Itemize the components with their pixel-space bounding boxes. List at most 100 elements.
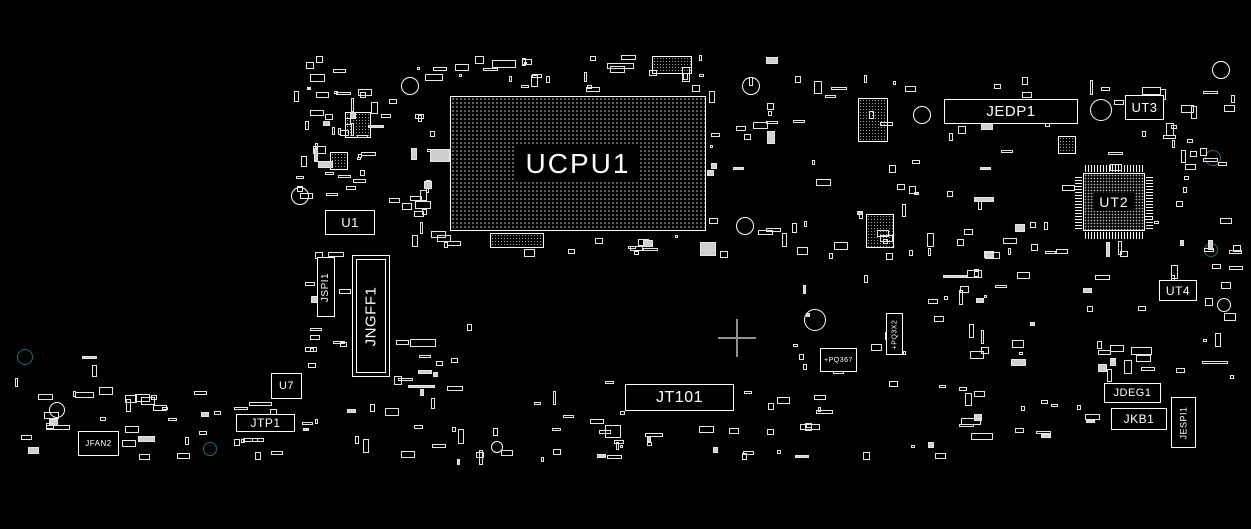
chip-ut3: UT3 [1125, 95, 1164, 120]
component-rect [959, 290, 963, 305]
component-rect [803, 364, 807, 370]
component-rect [1200, 148, 1207, 156]
component-rect [709, 91, 715, 103]
component-rect [1097, 341, 1102, 349]
component-rect [645, 433, 663, 437]
component-rect [501, 450, 513, 456]
component-rect [634, 251, 639, 255]
component-rect [340, 342, 347, 347]
component-rect [889, 165, 896, 173]
component-rect [947, 191, 953, 197]
connector-jngff1-label: JNGFF1 [362, 286, 380, 346]
component-rect [767, 103, 774, 110]
component-rect [803, 285, 806, 294]
component-rect [699, 55, 702, 61]
component-rect [768, 403, 774, 410]
component-rect [336, 92, 351, 95]
component-rect [971, 433, 993, 440]
component-rect [1017, 272, 1030, 279]
component-rect [814, 395, 826, 400]
component-rect [797, 247, 808, 255]
component-rect [1030, 222, 1036, 228]
component-rect [305, 282, 315, 286]
component-rect [21, 435, 32, 440]
component-rect [1136, 355, 1151, 362]
component-rect [943, 275, 967, 278]
component-rect [430, 149, 450, 162]
component-rect [433, 67, 447, 71]
component-rect [553, 391, 556, 405]
component-rect [964, 229, 973, 235]
component-rect [355, 436, 359, 444]
component-rect [1141, 367, 1155, 371]
component-rect [586, 87, 600, 92]
component-rect [749, 77, 753, 86]
component-rect [553, 449, 561, 455]
component-rect [1203, 91, 1218, 94]
component-rect [1062, 185, 1075, 191]
component-rect [590, 56, 596, 61]
component-rect [795, 455, 809, 458]
component-rect [371, 102, 378, 114]
component-rect [199, 431, 207, 435]
component-rect [1021, 406, 1025, 411]
component-rect [1202, 361, 1228, 364]
component-rect [100, 417, 106, 421]
chip-ut2: UT2 [1083, 173, 1145, 231]
component-rect [82, 356, 97, 359]
component-rect [1176, 201, 1183, 207]
component-rect [315, 143, 318, 148]
component-rect [422, 209, 427, 215]
component-rect [829, 253, 833, 259]
component-rect [816, 410, 833, 414]
connector-jdeg1-label: JDEG1 [1113, 387, 1152, 399]
component-rect [300, 193, 313, 199]
component-rect [1022, 77, 1028, 85]
component-rect [252, 438, 264, 442]
component-rect [234, 407, 248, 410]
component-rect [766, 57, 778, 64]
component-rect [777, 450, 781, 454]
component-rect [877, 230, 889, 237]
component-rect [531, 75, 538, 87]
mounting-hole [49, 402, 65, 418]
ut2-pins-bottom [1085, 232, 1143, 239]
component-rect [396, 340, 409, 345]
component-rect [928, 299, 938, 304]
component-rect [1203, 158, 1218, 162]
component-rect [412, 235, 418, 247]
component-rect [310, 110, 324, 116]
component-rect [410, 339, 436, 347]
connector-jt101-label: JT101 [656, 388, 703, 406]
component-rect [584, 72, 587, 82]
component-rect [733, 167, 744, 170]
component-rect [1051, 404, 1058, 407]
component-rect [1030, 322, 1035, 326]
connector-jtp1-label: JTP1 [250, 416, 281, 430]
component-rect [1098, 364, 1107, 372]
component-rect [552, 428, 561, 431]
component-rect [927, 233, 934, 247]
chip-u7: U7 [271, 373, 302, 399]
component-rect [793, 344, 798, 347]
mounting-hole [401, 77, 419, 95]
component-rect [1166, 123, 1174, 136]
component-rect [699, 426, 714, 433]
chip-u7-label: U7 [278, 380, 295, 392]
component-rect [328, 252, 344, 257]
chip-ut2-assembly: UT2 [1075, 165, 1153, 239]
component-rect [928, 442, 934, 448]
component-rect [825, 95, 836, 98]
fiducial-cross [718, 319, 756, 357]
component-rect [431, 231, 446, 238]
mounting-hole [804, 309, 826, 331]
component-rect [353, 179, 366, 183]
component-rect [340, 130, 349, 136]
component-rect [590, 419, 604, 424]
part-pq367-label: +PQ367 [824, 356, 853, 364]
component-rect [595, 238, 603, 244]
component-rect [162, 407, 168, 410]
chip-ut3-label: UT3 [1131, 100, 1158, 115]
connector-jkb1-label: JKB1 [1123, 412, 1155, 426]
component-rect [1185, 164, 1196, 170]
